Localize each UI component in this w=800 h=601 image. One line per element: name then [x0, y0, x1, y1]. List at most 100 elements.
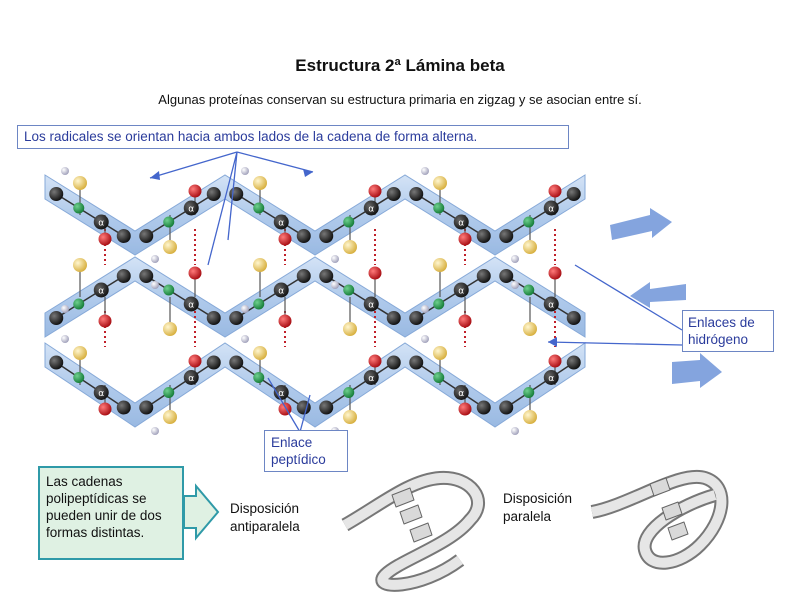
radical-atom — [523, 240, 537, 254]
atom-c — [499, 400, 514, 415]
oxygen-atom — [548, 184, 562, 198]
alpha-carbon-label: α — [188, 205, 194, 215]
atom-n — [253, 372, 265, 383]
alpha-carbon-label: α — [548, 301, 554, 311]
atom-a — [453, 214, 469, 230]
oxygen-atom — [188, 354, 202, 368]
atom-n — [433, 202, 445, 214]
atom-a — [543, 370, 559, 385]
hydrogen-atom — [421, 305, 429, 313]
alpha-carbon-label: α — [368, 205, 374, 215]
strand-ribbon-2 — [44, 256, 586, 338]
atom-c — [229, 311, 244, 325]
atom-c — [499, 229, 514, 243]
hydrogen-atom — [511, 255, 519, 263]
alpha-carbon-label: α — [368, 301, 374, 311]
atom-c — [49, 187, 64, 201]
atom-a — [93, 214, 109, 230]
atom-n — [343, 284, 355, 296]
atom-a — [183, 370, 199, 385]
atom-a — [93, 282, 109, 298]
enlaces-hidrogeno-line-2: hidrógeno — [688, 332, 749, 347]
atom-c — [116, 269, 131, 283]
oxygen-atom — [98, 402, 112, 416]
oxygen-atom — [188, 266, 202, 280]
alpha-carbon-label: α — [188, 374, 194, 384]
oxygen-atom — [368, 266, 382, 280]
hydrogen-atom — [241, 335, 249, 343]
page-title: Estructura 2ª Lámina beta — [295, 56, 505, 75]
atom-a — [543, 200, 559, 216]
atom-a — [93, 385, 109, 400]
hydrogen-atom — [421, 335, 429, 343]
atom-c — [116, 229, 131, 243]
hydrogen-atom — [151, 427, 159, 435]
oxygen-atom — [98, 314, 112, 328]
hydrogen-atom — [151, 255, 159, 263]
callout-line-4: formas distintas. — [46, 525, 145, 540]
atom-n — [523, 216, 535, 228]
atom-a — [543, 296, 559, 312]
radical-atom — [253, 346, 267, 360]
oxygen-atom — [368, 184, 382, 198]
alpha-carbon-label: α — [98, 389, 104, 399]
hydrogen-atom — [151, 281, 159, 289]
oxygen-atom — [458, 232, 472, 246]
atom-c — [386, 311, 401, 325]
atom-c — [49, 311, 64, 325]
atom-c — [49, 355, 64, 370]
parallel-ribbon-illustration — [590, 469, 729, 570]
atom-c — [476, 400, 491, 415]
atom-c — [116, 400, 131, 415]
enlace-peptidico-label: Enlace peptídico — [264, 430, 348, 472]
atom-n — [523, 387, 535, 398]
parallel-line-2: paralela — [503, 509, 552, 524]
atom-n — [73, 372, 85, 383]
atom-a — [273, 385, 289, 400]
radical-atom — [433, 258, 447, 272]
atom-c — [319, 269, 334, 283]
alpha-carbon-label: α — [458, 287, 464, 297]
enlaces-hidrogeno-line-1: Enlaces de — [688, 315, 755, 330]
enlaces-hidrogeno-label: Enlaces de hidrógeno — [682, 310, 774, 352]
atom-c — [206, 355, 221, 370]
radical-atom — [523, 322, 537, 336]
callout-line-1: Las cadenas — [46, 474, 123, 489]
atom-c — [296, 269, 311, 283]
callout-line-2: polipeptídicas se — [46, 491, 147, 506]
atom-c — [206, 187, 221, 201]
atom-a — [273, 282, 289, 298]
atom-c — [476, 269, 491, 283]
atom-n — [253, 298, 265, 310]
atom-a — [363, 200, 379, 216]
hydrogen-atom — [241, 305, 249, 313]
atom-n — [163, 284, 175, 296]
alpha-carbon-label: α — [368, 374, 374, 384]
callout-line-3: pueden unir de dos — [46, 508, 162, 523]
atom-a — [363, 370, 379, 385]
radical-atom — [73, 176, 87, 190]
strand-arrow-bottom-right — [672, 353, 722, 388]
oxygen-atom — [278, 232, 292, 246]
radical-atom — [343, 240, 357, 254]
atom-a — [363, 296, 379, 312]
radical-atom — [73, 346, 87, 360]
strand-ribbon-1 — [44, 174, 586, 256]
parallel-label: Disposición paralela — [503, 490, 572, 526]
atom-n — [163, 387, 175, 398]
pointer-arrowheads — [150, 169, 557, 347]
atom-a — [183, 200, 199, 216]
atom-c — [139, 269, 154, 283]
atom-a — [273, 214, 289, 230]
radical-atom — [523, 410, 537, 424]
atom-n — [343, 216, 355, 228]
alpha-carbon-label: α — [278, 287, 284, 297]
backbone-bonds — [55, 185, 575, 415]
subtitle: Algunas proteínas conservan su estructur… — [158, 92, 642, 107]
hydrogen-atom — [511, 281, 519, 289]
atom-c — [296, 229, 311, 243]
oxygen-atom — [458, 314, 472, 328]
oxygen-atom — [368, 354, 382, 368]
atom-c — [499, 269, 514, 283]
